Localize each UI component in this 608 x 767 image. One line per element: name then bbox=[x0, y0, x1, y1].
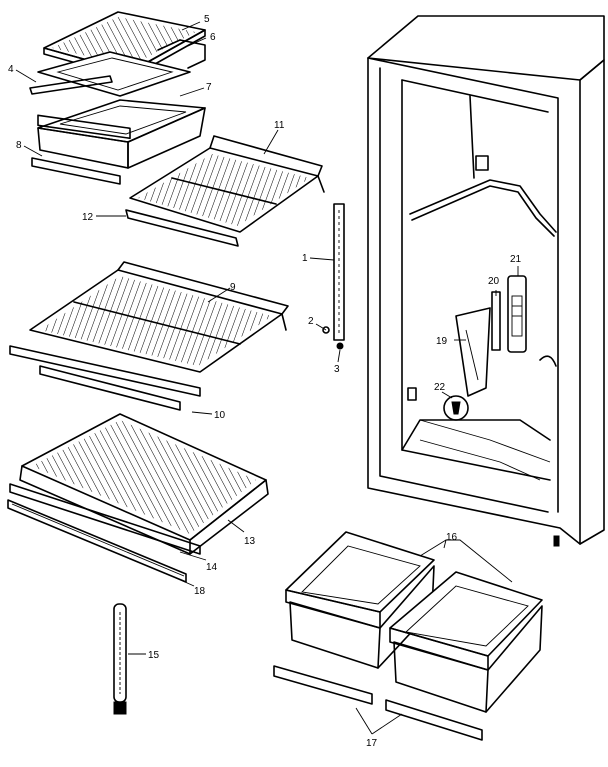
callout-3: 3 bbox=[334, 364, 340, 375]
callout-8: 8 bbox=[16, 140, 22, 151]
callout-4: 4 bbox=[8, 64, 14, 75]
callout-18: 18 bbox=[194, 586, 206, 597]
callout-20: 20 bbox=[488, 276, 500, 287]
callout-14: 14 bbox=[206, 562, 218, 573]
drawer-rail-right bbox=[385, 699, 483, 741]
crisper-drawer-left bbox=[285, 531, 435, 669]
control-knob bbox=[443, 395, 469, 421]
thermostat bbox=[507, 275, 527, 353]
callout-1: 1 bbox=[302, 253, 308, 264]
glass-shelf-front-trim bbox=[9, 483, 201, 555]
wire-shelf-middle bbox=[29, 261, 289, 373]
callout-15: 15 bbox=[148, 650, 160, 661]
callout-22: 22 bbox=[434, 382, 446, 393]
callout-6: 6 bbox=[210, 32, 216, 43]
callout-labels: 1 2 3 4 5 6 7 8 9 10 11 12 13 14 15 16 1… bbox=[8, 14, 522, 749]
control-housing bbox=[455, 307, 491, 397]
callout-16: 16 bbox=[446, 532, 458, 543]
refrigerator-cabinet bbox=[367, 15, 605, 547]
crisper-cover-frame bbox=[29, 51, 191, 97]
glass-shelf bbox=[19, 413, 269, 555]
callout-21: 21 bbox=[510, 254, 522, 265]
ladder-foot bbox=[336, 342, 344, 350]
crisper-front-trim bbox=[31, 157, 121, 185]
callout-13: 13 bbox=[244, 536, 256, 547]
crisper-pan bbox=[37, 99, 206, 169]
ladder-screw bbox=[322, 326, 330, 334]
callout-12: 12 bbox=[82, 212, 94, 223]
vertical-trim-part bbox=[113, 603, 127, 715]
cover-support-bracket bbox=[157, 39, 206, 69]
callout-10: 10 bbox=[214, 410, 226, 421]
callout-19: 19 bbox=[436, 336, 448, 347]
shelf-front-trim-middle bbox=[9, 345, 201, 411]
crisper-drawer-right bbox=[389, 571, 543, 713]
callout-5: 5 bbox=[204, 14, 210, 25]
shelf-front-trim-upper bbox=[125, 209, 239, 247]
callout-9: 9 bbox=[230, 282, 236, 293]
drawer-rail-left bbox=[273, 665, 373, 705]
thermostat-bracket bbox=[491, 291, 501, 351]
callout-11: 11 bbox=[274, 120, 285, 131]
shelf-support-ladder bbox=[333, 203, 345, 341]
wire-shelf-upper bbox=[129, 135, 325, 233]
callout-2: 2 bbox=[308, 316, 314, 327]
callout-leaders bbox=[15, 21, 519, 735]
callout-7: 7 bbox=[206, 82, 212, 93]
callout-17: 17 bbox=[366, 738, 378, 749]
